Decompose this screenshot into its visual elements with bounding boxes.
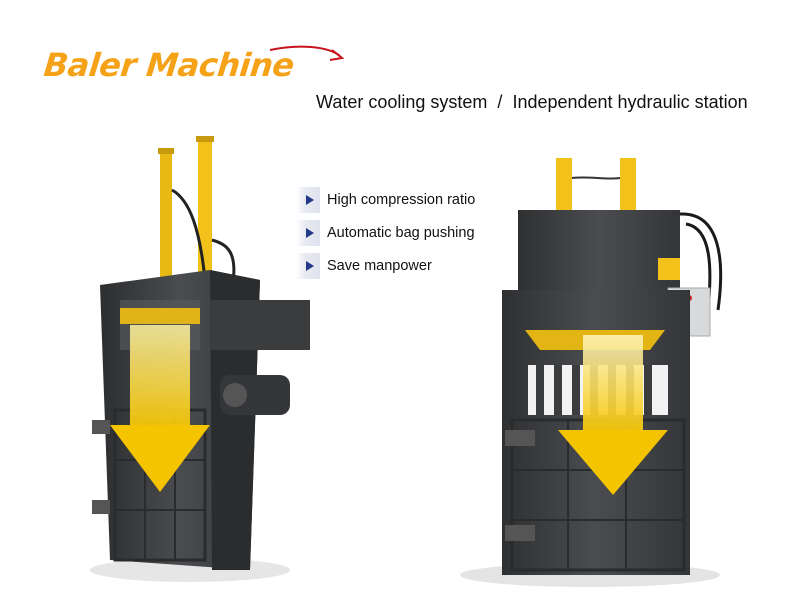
feature-label: Save manpower: [327, 257, 432, 274]
feature-list: High compression ratio Automatic bag pus…: [296, 183, 475, 282]
page-title: Baler Machine: [42, 46, 296, 84]
triangle-bullet-icon: [296, 252, 320, 279]
feature-item: Automatic bag pushing: [296, 216, 475, 249]
subtitle-separator: /: [497, 92, 503, 112]
feature-label: Automatic bag pushing: [327, 224, 475, 241]
feature-label: High compression ratio: [327, 191, 476, 208]
feature-item: High compression ratio: [296, 183, 475, 216]
baler-machine-right-image: [460, 158, 723, 587]
feature-item: Save manpower: [296, 249, 475, 282]
triangle-bullet-icon: [296, 219, 320, 246]
decorative-arrow-icon: [269, 45, 345, 61]
subtitle-cooling: Water cooling system: [316, 92, 488, 112]
baler-machine-left-image: [90, 136, 310, 582]
subtitle-hydraulic: Independent hydraulic station: [512, 92, 748, 112]
subtitle: Water cooling system / Independent hydra…: [316, 92, 748, 113]
triangle-bullet-icon: [296, 186, 320, 213]
